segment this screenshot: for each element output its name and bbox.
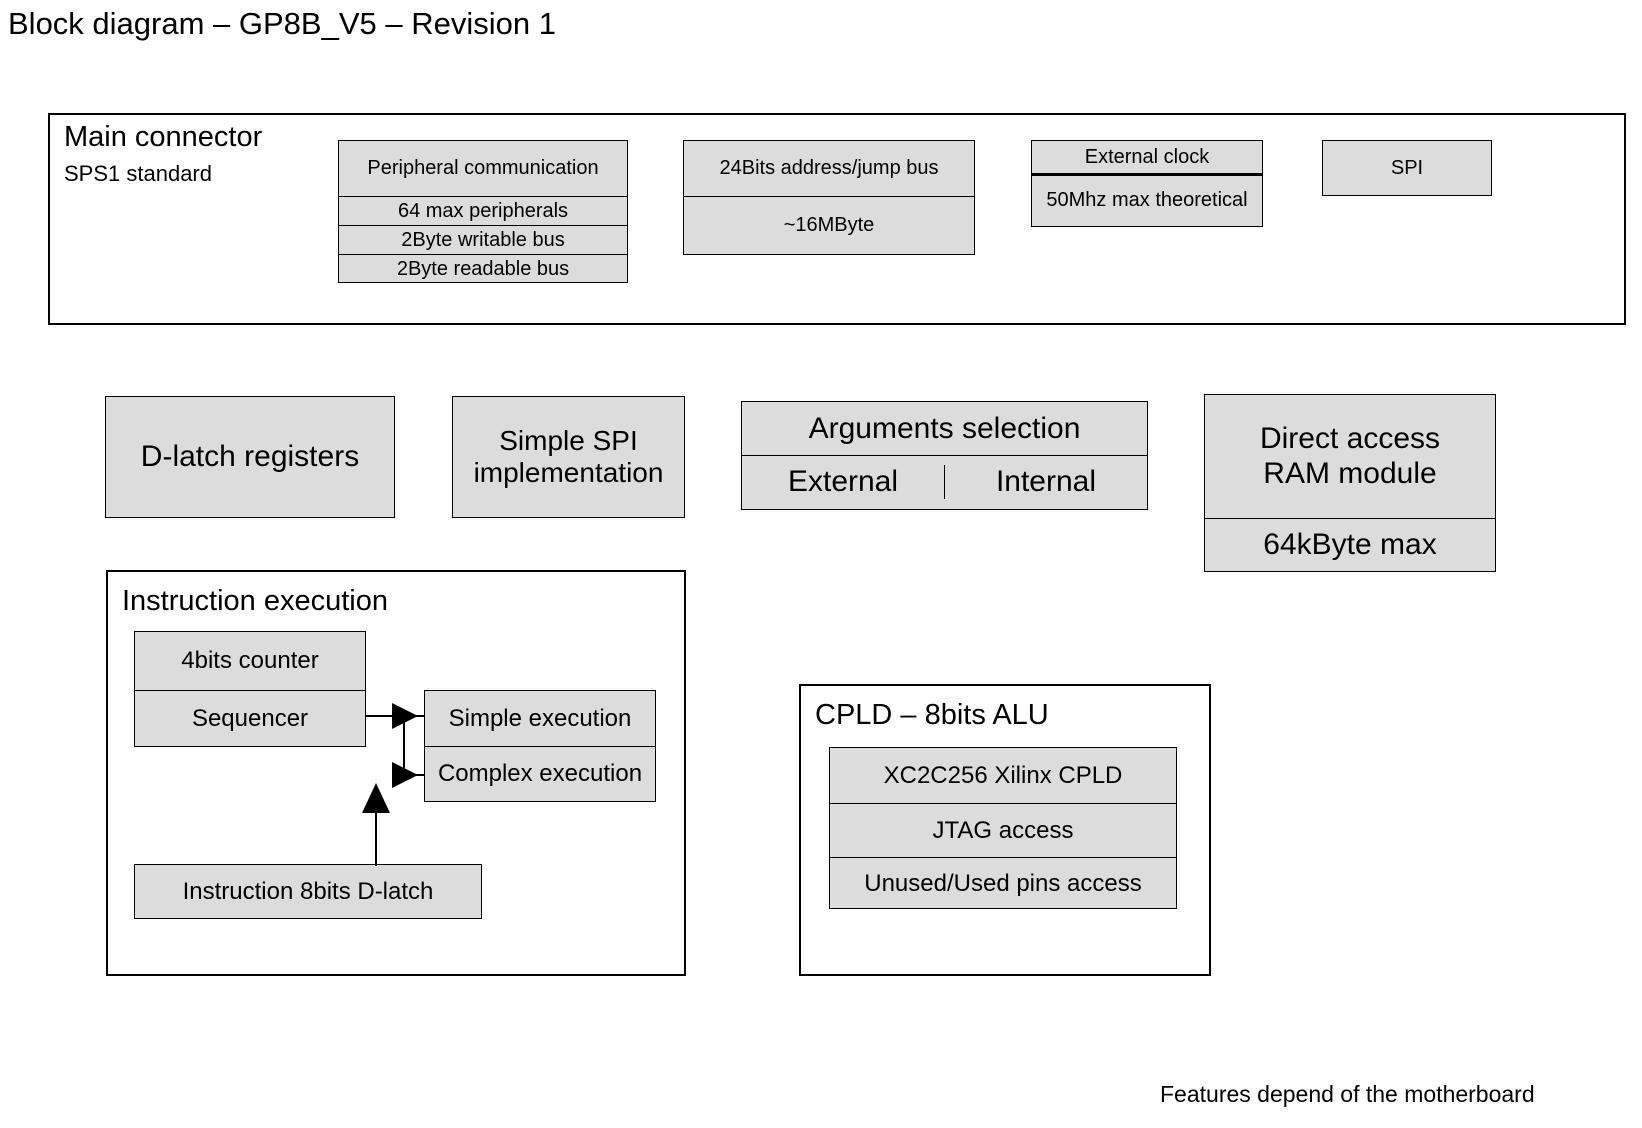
counter-row-sequencer: Sequencer: [135, 690, 365, 746]
peripheral-row-max-peripherals: 64 max peripherals: [339, 196, 627, 225]
peripheral-communication-header: Peripheral communication: [367, 157, 599, 179]
direct-access-ram-line2: RAM module: [1263, 456, 1437, 490]
cpld-feature-block: XC2C256 Xilinx CPLD JTAG access Unused/U…: [829, 747, 1177, 909]
peripheral-row-readable-bus: 2Byte readable bus: [339, 254, 627, 283]
address-jump-bus-capacity: ~16MByte: [684, 196, 974, 254]
cpld-row-xc2c256: XC2C256 Xilinx CPLD: [883, 761, 1123, 789]
address-jump-bus-block: 24Bits address/jump bus ~16MByte: [683, 140, 975, 255]
counter-row-4bits: 4bits counter: [181, 647, 319, 674]
instruction-execution-title: Instruction execution: [122, 585, 388, 617]
instruction-8bits-dlatch-block: Instruction 8bits D-latch: [134, 864, 482, 919]
direct-access-ram-capacity: 64kByte max: [1205, 518, 1495, 570]
external-clock-frequency: 50Mhz max theoretical: [1032, 173, 1262, 225]
execution-block: Simple execution Complex execution: [424, 690, 656, 802]
counter-sequencer-block: 4bits counter Sequencer: [134, 631, 366, 747]
direct-access-ram-block: Direct access RAM module 64kByte max: [1204, 394, 1496, 572]
external-clock-block: External clock 50Mhz max theoretical: [1031, 140, 1263, 227]
arrow-to-complex-execution-icon: [392, 762, 418, 788]
execution-row-complex: Complex execution: [425, 746, 655, 801]
peripheral-row-writable-bus: 2Byte writable bus: [339, 225, 627, 254]
dlatch-to-trunk-line: [375, 812, 377, 866]
page-title: Block diagram – GP8B_V5 – Revision 1: [8, 6, 556, 41]
trunk-vertical-line: [403, 715, 405, 776]
main-connector-subtitle: SPS1 standard: [64, 161, 212, 186]
arrow-to-simple-execution-icon: [392, 703, 418, 729]
simple-spi-line1: Simple SPI: [499, 424, 638, 456]
simple-spi-block: Simple SPI implementation: [452, 396, 685, 518]
cpld-row-jtag-access: JTAG access: [830, 803, 1176, 857]
simple-spi-line2: implementation: [473, 457, 664, 488]
direct-access-ram-line1: Direct access: [1259, 422, 1441, 455]
cpld-row-pins-access: Unused/Used pins access: [830, 857, 1176, 910]
d-latch-registers-block: D-latch registers: [105, 396, 395, 518]
spi-block: SPI: [1322, 140, 1492, 196]
cpld-title: CPLD – 8bits ALU: [815, 699, 1049, 731]
arguments-option-internal[interactable]: Internal: [944, 465, 1147, 499]
arguments-selection-block: Arguments selection External Internal: [741, 401, 1148, 510]
direct-access-ram-header: Direct access RAM module: [1205, 395, 1495, 518]
address-jump-bus-header: 24Bits address/jump bus: [719, 157, 939, 179]
sequencer-to-trunk-line: [366, 715, 404, 717]
main-connector-title: Main connector: [64, 121, 263, 153]
peripheral-communication-block: Peripheral communication 64 max peripher…: [338, 140, 628, 283]
execution-row-simple: Simple execution: [448, 704, 632, 732]
footer-note: Features depend of the motherboard: [1160, 1081, 1535, 1107]
arguments-selection-header: Arguments selection: [808, 411, 1081, 445]
external-clock-header: External clock: [1084, 145, 1210, 168]
arrow-up-from-dlatch-icon: [362, 783, 390, 813]
arguments-option-external[interactable]: External: [787, 465, 899, 498]
arguments-selection-options: External Internal: [742, 455, 1147, 508]
